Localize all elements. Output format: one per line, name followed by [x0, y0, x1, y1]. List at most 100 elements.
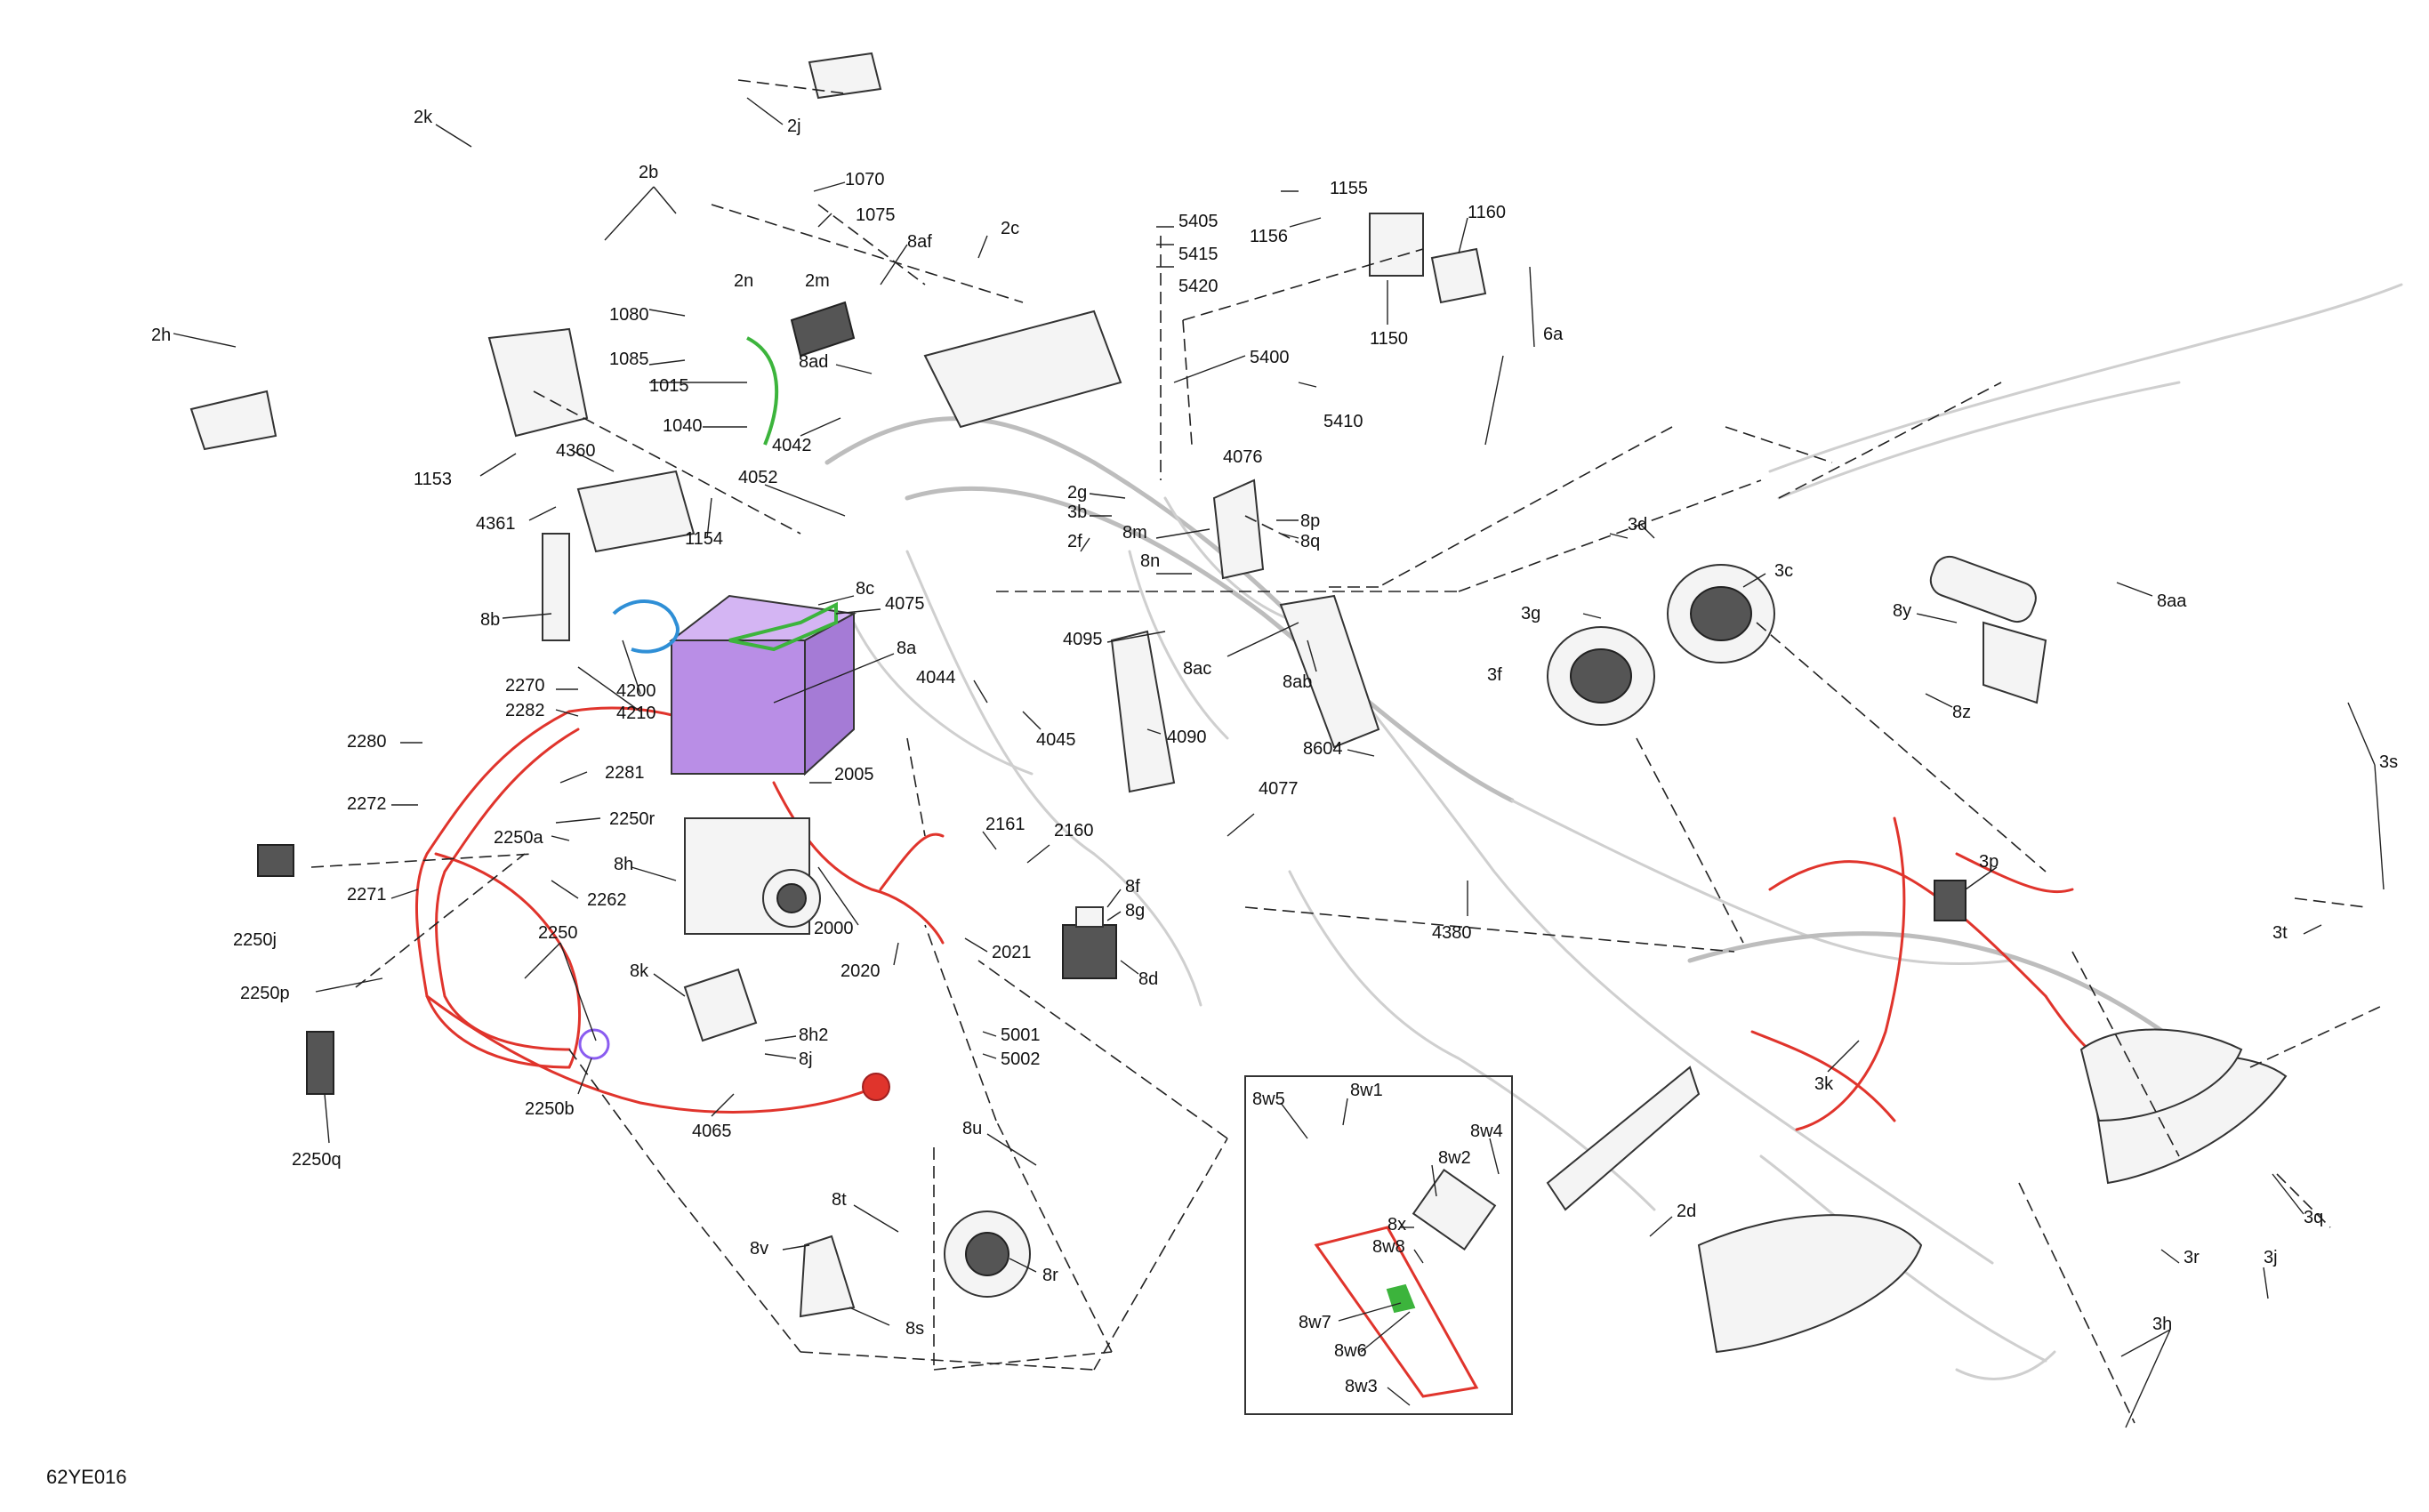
- callout-5002: 5002: [1001, 1050, 1041, 1069]
- callout-6a: 6a: [1543, 325, 1564, 344]
- bracket-2d: [1546, 1066, 1701, 1211]
- callout-2k: 2k: [414, 108, 433, 127]
- callout-1156: 1156: [1250, 227, 1288, 246]
- sensor-2h: [189, 390, 277, 451]
- callout-3d: 3d: [1628, 515, 1647, 535]
- callout-8m: 8m: [1122, 523, 1147, 543]
- callout-4052: 4052: [738, 468, 778, 487]
- figure-id: 62YE016: [46, 1466, 127, 1488]
- callout-2m: 2m: [805, 271, 830, 291]
- bracket-1150: [1369, 213, 1424, 277]
- callout-3t: 3t: [2272, 923, 2288, 943]
- callout-8w5: 8w5: [1252, 1090, 1285, 1109]
- callout-4095: 4095: [1063, 630, 1103, 649]
- gasket-1160: [1430, 247, 1487, 304]
- callout-4075: 4075: [885, 594, 925, 614]
- callout-2281: 2281: [605, 763, 645, 783]
- speaker-3c: [1667, 564, 1775, 664]
- callout-1075: 1075: [856, 205, 896, 225]
- callout-8v: 8v: [750, 1239, 768, 1259]
- connector-2250q: [306, 1031, 334, 1095]
- callout-4200: 4200: [616, 681, 656, 701]
- callout-3s: 3s: [2379, 752, 2398, 772]
- callout-8q: 8q: [1300, 532, 1320, 551]
- callout-8w2: 8w2: [1438, 1148, 1471, 1168]
- callout-3k: 3k: [1814, 1074, 1834, 1094]
- callout-4210: 4210: [616, 704, 656, 723]
- cable-end-2250: [862, 1073, 890, 1101]
- callout-3f: 3f: [1487, 665, 1502, 685]
- callout-2280: 2280: [347, 732, 387, 752]
- callout-8x: 8x: [1387, 1215, 1406, 1235]
- callout-1040: 1040: [663, 416, 703, 436]
- callout-2020: 2020: [840, 961, 881, 981]
- callout-4042: 4042: [772, 436, 812, 455]
- callout-2h: 2h: [151, 326, 171, 345]
- callout-8w1: 8w1: [1350, 1081, 1383, 1100]
- callout-8h: 8h: [614, 855, 633, 874]
- callout-2021: 2021: [992, 943, 1032, 962]
- callout-2250p: 2250p: [240, 984, 290, 1003]
- callout-2161: 2161: [985, 815, 1025, 834]
- callout-8w4: 8w4: [1470, 1122, 1503, 1141]
- outlet-3p: [1934, 880, 1967, 921]
- bracket-4090: [1110, 630, 1176, 793]
- callout-3c: 3c: [1774, 561, 1793, 581]
- callout-4076: 4076: [1223, 447, 1263, 467]
- main-wiring-harness: [824, 283, 2403, 1380]
- callout-4090: 4090: [1167, 728, 1207, 747]
- bracket-8m: [1212, 479, 1265, 580]
- callout-8z: 8z: [1952, 703, 1971, 722]
- module-2m: [790, 301, 856, 358]
- callout-8a: 8a: [897, 639, 917, 658]
- callout-8c: 8c: [856, 579, 874, 599]
- callout-8h2: 8h2: [799, 1025, 828, 1045]
- callout-8w7: 8w7: [1299, 1313, 1331, 1332]
- callout-2d: 2d: [1677, 1202, 1696, 1221]
- callout-3g: 3g: [1521, 604, 1540, 623]
- callout-2f: 2f: [1067, 532, 1082, 551]
- callout-2b: 2b: [639, 163, 658, 182]
- callout-3q: 3q: [2304, 1208, 2323, 1227]
- callout-3j: 3j: [2264, 1248, 2278, 1267]
- assembly-8w: [1314, 1168, 1497, 1398]
- callout-2g: 2g: [1067, 483, 1087, 503]
- callout-8k: 8k: [630, 961, 649, 981]
- callout-8d: 8d: [1138, 969, 1158, 989]
- callout-4380: 4380: [1432, 923, 1472, 943]
- abs-module-8h: [684, 817, 821, 935]
- callout-labels: 2k 2j 2h 2b 2n 2m 1070 1075 8af 2c 1080 …: [151, 108, 2398, 1396]
- callout-8w3: 8w3: [1345, 1377, 1378, 1396]
- callout-2272: 2272: [347, 794, 387, 814]
- callout-2250j: 2250j: [233, 930, 277, 950]
- callout-2160: 2160: [1054, 821, 1094, 840]
- callout-8w8: 8w8: [1372, 1237, 1405, 1257]
- callout-1080: 1080: [609, 305, 649, 325]
- callout-1155: 1155: [1330, 179, 1368, 198]
- callout-4045: 4045: [1036, 730, 1076, 750]
- callout-8t: 8t: [832, 1190, 847, 1210]
- callout-8aa: 8aa: [2157, 591, 2187, 611]
- fuse-box-1153: [487, 327, 589, 438]
- callout-2250q: 2250q: [292, 1150, 342, 1170]
- assembly-dash-lines: [310, 79, 2385, 1424]
- callout-8604: 8604: [1303, 739, 1343, 759]
- battery-8a: [669, 594, 857, 776]
- callout-8u: 8u: [962, 1119, 982, 1138]
- callout-1160: 1160: [1468, 203, 1506, 222]
- callout-1154: 1154: [685, 529, 723, 549]
- callout-5001: 5001: [1001, 1025, 1041, 1045]
- callout-2j: 2j: [787, 117, 801, 136]
- actuator-8y: [1929, 555, 2047, 704]
- callout-8r: 8r: [1042, 1266, 1058, 1285]
- callout-5410: 5410: [1323, 412, 1363, 431]
- callout-3b: 3b: [1067, 503, 1087, 522]
- callout-2250: 2250: [538, 923, 578, 943]
- callout-1085: 1085: [609, 350, 649, 369]
- callout-2282: 2282: [505, 701, 545, 720]
- callout-5405: 5405: [1178, 212, 1219, 231]
- callout-8af: 8af: [907, 232, 932, 252]
- callout-1153: 1153: [414, 470, 452, 489]
- callout-2270: 2270: [505, 676, 545, 696]
